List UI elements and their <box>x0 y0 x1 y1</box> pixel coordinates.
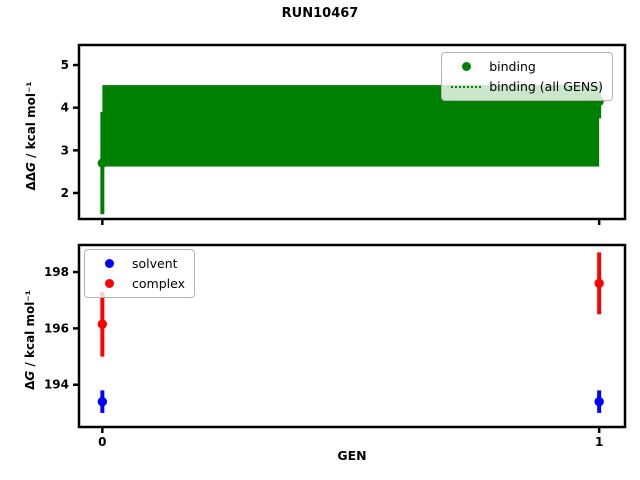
legend-solvent-complex: solvent complex <box>84 249 195 298</box>
x-axis-label: GEN <box>337 448 367 463</box>
binding-marker-icon <box>451 62 481 71</box>
solvent-marker-icon <box>94 259 124 268</box>
x-tick-label: 0 <box>98 435 106 449</box>
legend-label-solvent: solvent <box>132 256 178 271</box>
legend-label-binding-all-gens: binding (all GENS) <box>489 79 603 94</box>
x-tick-label: 1 <box>595 435 603 449</box>
legend-row-complex: complex <box>94 275 185 292</box>
y-tick-label: 2 <box>61 186 69 200</box>
y-tick-label: 196 <box>44 321 69 335</box>
y-tick-label: 198 <box>44 265 69 279</box>
y-tick-label: 194 <box>44 378 69 392</box>
y-tick-label: 3 <box>61 143 69 157</box>
solvent-data-point <box>594 396 604 407</box>
top-ylabel-units: / kcal mol⁻¹ <box>24 81 38 163</box>
complex-data-point <box>594 278 604 289</box>
binding-all-gens-line-icon <box>451 85 482 88</box>
bottom-ylabel-symbol: G <box>23 370 37 381</box>
y-tick-label: 4 <box>61 101 69 115</box>
legend-row-binding: binding <box>451 58 603 75</box>
bottom-ylabel-units: / kcal mol⁻¹ <box>23 290 37 371</box>
y-tick-label: 5 <box>61 58 69 72</box>
axes-frame <box>77 243 627 429</box>
legend-binding: binding binding (all GENS) <box>441 52 613 101</box>
legend-row-binding-all-gens: binding (all GENS) <box>451 78 603 95</box>
legend-label-binding: binding <box>489 59 536 74</box>
binding-data-point <box>97 158 108 168</box>
top-ylabel-prefix: ΔΔ <box>24 171 38 191</box>
complex-data-point <box>97 319 108 329</box>
top-ylabel-symbol: G <box>24 162 38 172</box>
legend-row-solvent: solvent <box>94 255 185 272</box>
bottom-ylabel-prefix: Δ <box>23 380 37 390</box>
figure-title: RUN10467 <box>281 6 359 21</box>
legend-label-complex: complex <box>132 276 185 291</box>
complex-marker-icon <box>94 279 124 288</box>
solvent-data-point <box>97 396 108 407</box>
axes-frame <box>77 43 627 221</box>
